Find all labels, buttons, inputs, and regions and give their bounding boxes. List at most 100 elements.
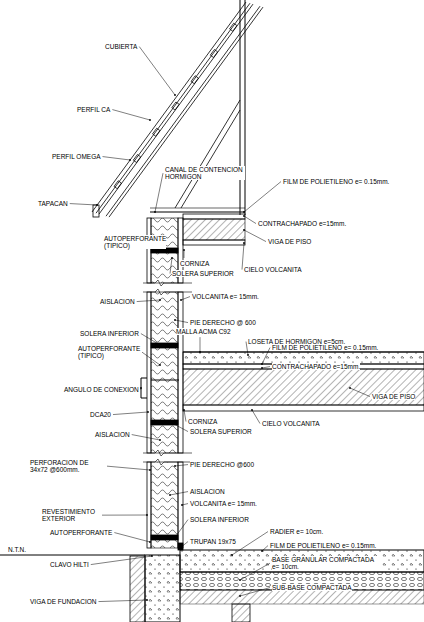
break-line [143, 450, 192, 456]
drawing-line [99, 4, 253, 214]
leader-dot [164, 249, 166, 251]
drawing-part [151, 535, 178, 540]
leader-dot [174, 94, 176, 96]
leader-line [132, 435, 160, 440]
leader-dot [199, 351, 201, 353]
callout-label: FILM DE POLIETILENO e= 0.15mm. [283, 178, 389, 185]
callout-label: CIELO VOLCANITA [262, 420, 320, 427]
leader-line [182, 504, 188, 505]
drawing-part [183, 405, 424, 411]
omega-profile [230, 23, 237, 31]
drawing-part [93, 205, 99, 217]
drawing-part [147, 462, 151, 548]
leader-dot [149, 469, 151, 471]
callout-label: DCA20 [90, 411, 111, 418]
drawing-line [96, 3, 250, 213]
drawing-part [151, 343, 178, 348]
drawing-part [183, 240, 245, 245]
leader-line [244, 230, 266, 242]
leader-dot [349, 387, 351, 389]
omega-profile [153, 128, 160, 136]
leader-line [141, 334, 160, 345]
callout-label: SOLERA INFERIOR [80, 330, 139, 337]
break-line [143, 459, 192, 465]
drawing-part [183, 219, 245, 240]
drawing-part [232, 604, 250, 622]
callout-label: AUTOPERFORANTE [50, 529, 112, 536]
leader-dot [243, 242, 245, 244]
drawing-line [150, 211, 245, 212]
callout-label: ANGULO DE CONEXION [64, 386, 139, 393]
callout-label: CORNIZA [188, 418, 217, 425]
drawing-line [181, 110, 240, 208]
leader-dot [159, 439, 161, 441]
callout-label: MALLA ACMA C92 [176, 328, 231, 335]
callout-label: CIELO VOLCANITA [244, 266, 302, 273]
leader-dot [151, 555, 153, 557]
leader-line [137, 300, 160, 302]
break-line [143, 280, 192, 286]
callout-label: CANAL DE CONTENCION HORMIGON [165, 166, 245, 180]
leader-dot [96, 204, 98, 206]
drawing-part [151, 462, 178, 548]
break-line [143, 289, 192, 295]
leader-dot [239, 579, 241, 581]
leader-line [98, 600, 147, 602]
callout-label: FILM DE POLIETILENO e= 0.15mm. [270, 542, 376, 549]
leader-dot [169, 494, 171, 496]
leader-dot [183, 409, 185, 411]
drawing-part [147, 292, 151, 453]
callout-label: SOLERA INFERIOR [190, 516, 249, 523]
leader-line [102, 515, 147, 516]
leader-dot [181, 504, 183, 506]
callout-label: TRUPAN 19x75 [190, 538, 236, 545]
leader-line [142, 352, 160, 365]
callout-label: CONTRACHAPADO e=15mm. [258, 220, 346, 227]
leader-line [112, 110, 150, 120]
drawing-line [175, 100, 240, 208]
drawing-line [150, 208, 245, 209]
callout-label: CLAVO HILTI [50, 561, 89, 568]
leader-dot [243, 229, 245, 231]
leader-line [262, 367, 270, 368]
leader-line [184, 410, 186, 422]
leader-line [172, 423, 188, 432]
leader-line [175, 465, 188, 466]
leader-line [240, 563, 270, 580]
leader-dot [147, 411, 149, 413]
leader-line [170, 492, 188, 495]
leader-line [114, 533, 150, 542]
leader-dot [174, 319, 176, 321]
callout-label: FILM DE POLIETILENO e= 0.15mm. [272, 344, 378, 351]
callout-label: BASE GRANULAR COMPACTADA e= 10cm. [272, 556, 382, 570]
callout-label: AUTOPERFORANTE (TIPICO) [78, 345, 140, 359]
leader-line [139, 47, 175, 95]
omega-profile [210, 50, 217, 58]
leader-line [244, 216, 256, 224]
leader-dot [129, 159, 131, 161]
leader-line [184, 250, 185, 258]
leader-line [262, 348, 270, 364]
drawing-line [0, 555, 145, 556]
leader-line [244, 182, 281, 212]
leader-line [70, 204, 97, 205]
callout-label: VIGA DE PISO [268, 238, 311, 245]
drawing-line [240, 0, 241, 215]
callout-label: PERFIL OMEGA [52, 153, 101, 160]
leader-dot [159, 299, 161, 301]
leader-line [262, 546, 268, 551]
callout-label: CORNIZA [180, 260, 209, 267]
callout-label: AUTOPERFORANTE (TIPICO) [104, 235, 166, 249]
drawing-part [130, 556, 145, 622]
omega-profile [191, 76, 198, 84]
leader-line [103, 157, 130, 160]
leader-dot [261, 367, 263, 369]
leader-dot [159, 364, 161, 366]
callout-label: PIE DERECHO @ 600 [190, 319, 256, 326]
callout-label: VIGA DE FUNDACION [30, 598, 96, 605]
leader-line [240, 588, 270, 596]
leader-line [165, 250, 166, 251]
callout-label: AISLACION [95, 431, 130, 438]
leader-dot [175, 535, 177, 537]
leader-line [350, 388, 370, 397]
